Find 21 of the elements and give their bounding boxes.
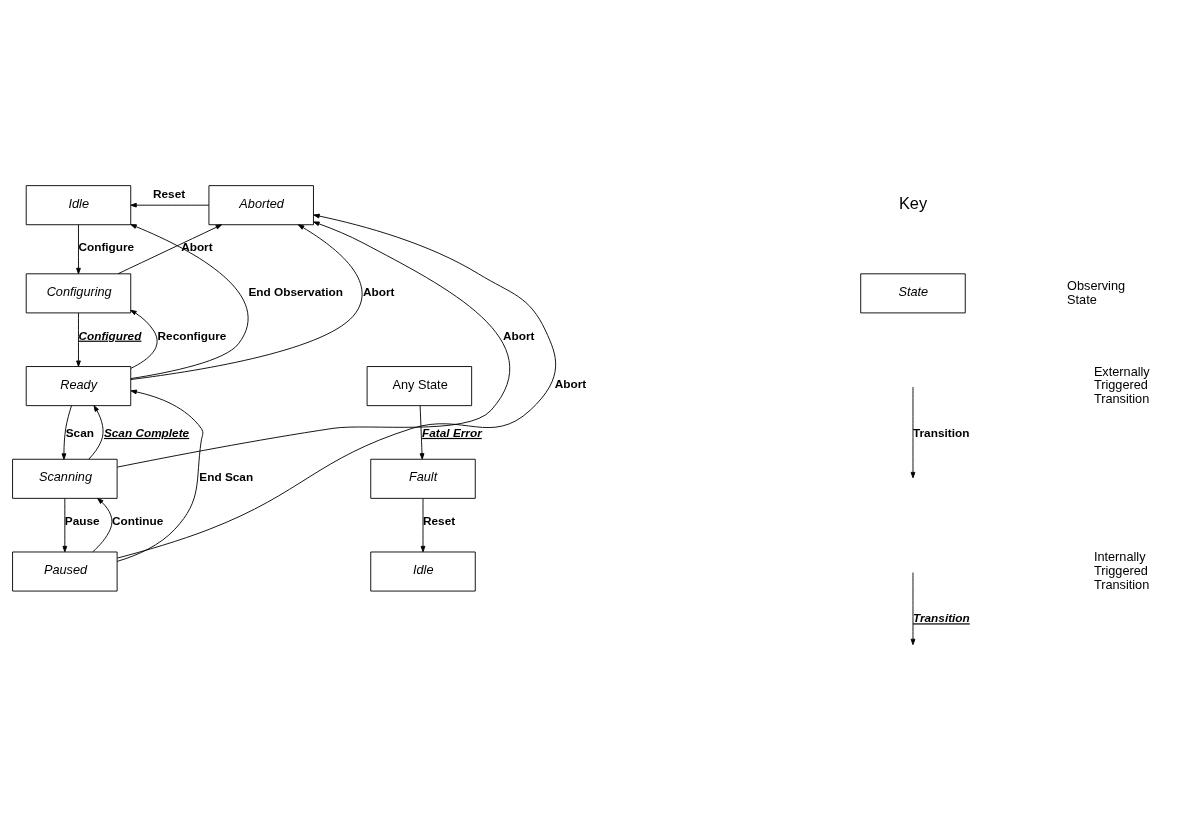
- edge-label: Pause: [64, 513, 100, 528]
- edge-label: Reconfigure: [157, 328, 227, 343]
- edge-label: Scan: [65, 425, 94, 440]
- legend-label: Externally Triggered Transition: [1093, 363, 1150, 406]
- edge-label: Continue: [112, 513, 164, 528]
- label: Transition: [912, 425, 970, 440]
- legend-label: Observing State: [1067, 277, 1126, 307]
- edge-label: Abort: [181, 239, 213, 254]
- edge-label: Abort: [363, 284, 395, 299]
- edge-label: Configure: [78, 239, 135, 254]
- edge-label: Reset: [153, 186, 186, 201]
- edge-label: Abort: [503, 328, 535, 343]
- edge-label: Fatal Error: [422, 425, 482, 440]
- edge-label: Reset: [423, 513, 456, 528]
- edge-label: Scan Complete: [103, 425, 190, 440]
- edge-label: End Scan: [199, 469, 254, 484]
- edge-label: Abort: [554, 376, 587, 391]
- legend-label: Internally Triggered Transition: [1093, 548, 1150, 592]
- edge-label: End Observation: [248, 284, 343, 299]
- label: Transition: [912, 610, 970, 625]
- label: Key: [898, 193, 928, 212]
